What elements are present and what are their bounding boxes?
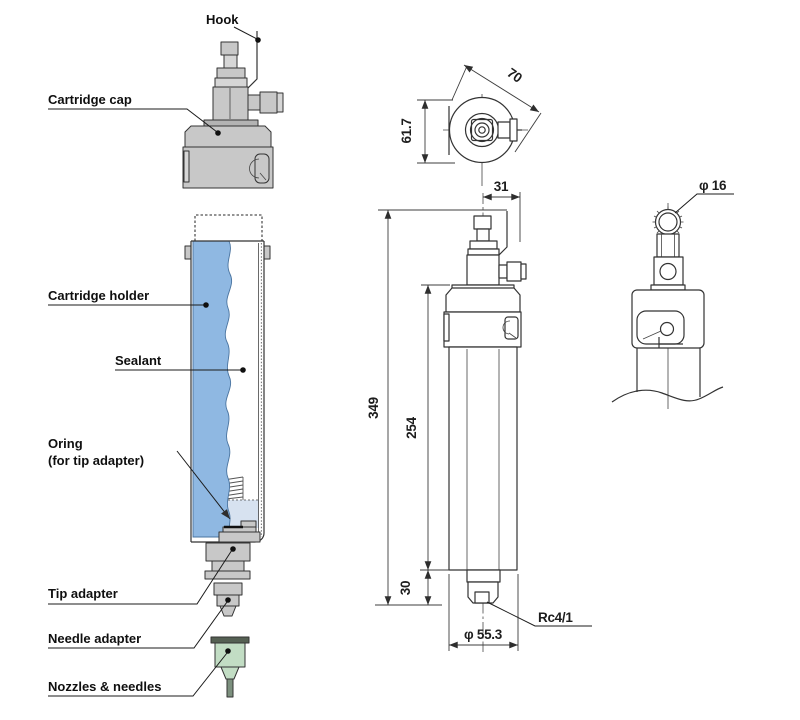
label-cartridge-cap: Cartridge cap: [48, 92, 132, 107]
label-hook: Hook: [206, 12, 239, 27]
label-oring-1: Oring: [48, 436, 83, 451]
label-nozzles-needles: Nozzles & needles: [48, 679, 161, 694]
cap-position-dashed: [194, 214, 263, 241]
label-sealant: Sealant: [115, 353, 162, 368]
callout-leaders: [48, 26, 261, 697]
label-cartridge-holder: Cartridge holder: [48, 288, 149, 303]
cartridge-cap-part: [182, 125, 274, 189]
dim-top-height: 61.7: [399, 118, 414, 143]
dim-holder-height: 254: [404, 416, 419, 438]
dim-bottom-diameter: φ 55.3: [464, 627, 503, 642]
front-dimensions: 31 349 254 30 φ 55.3 Rc4/1: [366, 179, 592, 651]
dim-hook-offset: 31: [494, 179, 509, 194]
dim-16: φ 16: [674, 178, 734, 214]
sealant-fill: [192, 240, 232, 538]
side-hook-knob: [652, 206, 684, 238]
needle-part: [210, 636, 250, 698]
dim-bottom-height: 30: [398, 581, 413, 595]
dim-hook-diameter: φ 16: [699, 178, 727, 193]
label-tip-adapter: Tip adapter: [48, 586, 118, 601]
oring-part: [218, 520, 261, 543]
hook-shape: [244, 31, 258, 92]
front-hook: [496, 211, 508, 258]
front-view: 31 349 254 30 φ 55.3 Rc4/1: [366, 179, 592, 652]
dim-61-7: 61.7: [399, 99, 455, 164]
dim-outlet-thread: Rc4/1: [538, 610, 573, 625]
side-cap: [631, 289, 705, 349]
dim-70: 70: [451, 64, 542, 153]
part-labels: Hook Cartridge cap Cartridge holder Seal…: [48, 12, 239, 694]
cartridge-holder-part: [184, 214, 271, 543]
hook-part: [244, 31, 258, 92]
side-stem: [650, 233, 686, 291]
front-body: [443, 287, 522, 604]
valve-stem-part: [203, 41, 284, 127]
side-view: φ 16: [611, 178, 734, 409]
top-view: 61.7 70: [399, 64, 542, 186]
side-holder: [611, 348, 724, 403]
exploded-view: Hook Cartridge cap Cartridge holder Seal…: [48, 12, 284, 698]
label-needle-adapter: Needle adapter: [48, 631, 141, 646]
dim-overall-height: 349: [366, 397, 381, 419]
tip-adapter-part: [204, 542, 251, 580]
dim-top-diagonal: 70: [504, 65, 524, 86]
front-stem: [451, 215, 527, 291]
label-oring-2: (for tip adapter): [48, 453, 144, 468]
